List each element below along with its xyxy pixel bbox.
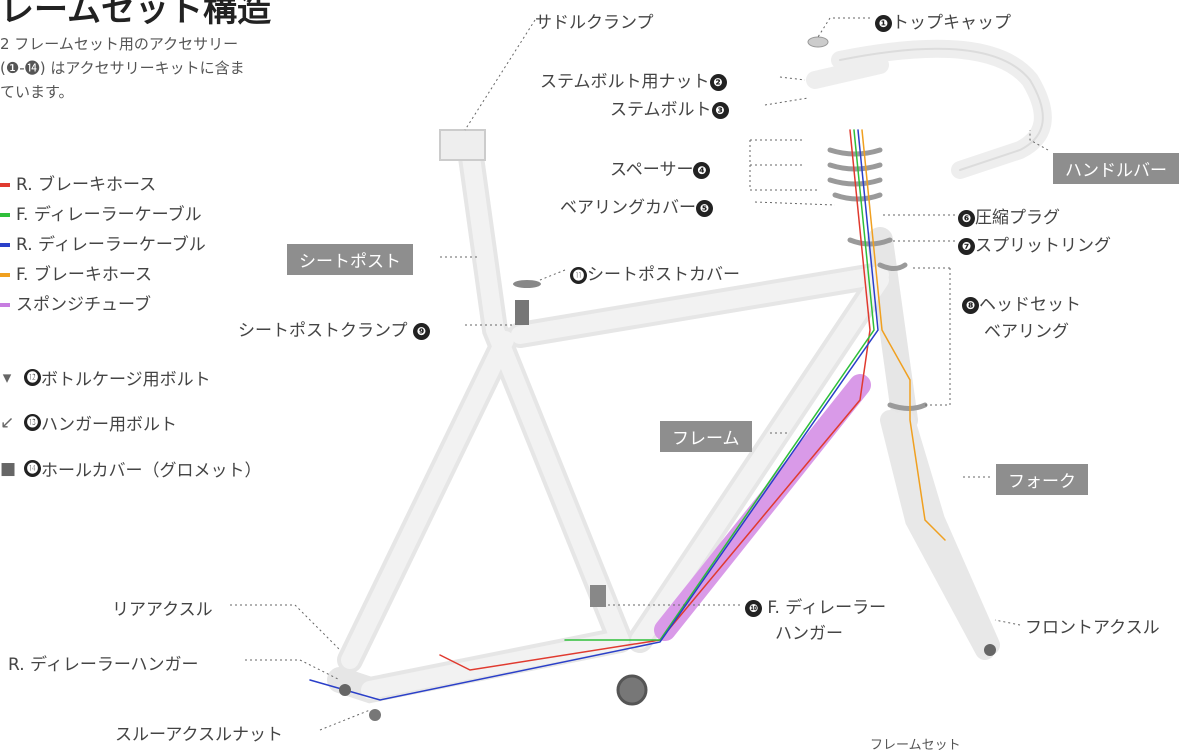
legend-item: F. ディレーラーケーブル [0,200,206,230]
legend-swatch [0,273,10,277]
label-fd-hanger: ❿ F. ディレーラー ハンガー [745,595,886,647]
accessory-item: ↙ ⓭ ハンガー用ボルト [0,410,177,436]
intro-line: 2 フレームセット用のアクセサリー [0,35,239,53]
legend-item: スポンジチューブ [0,290,206,320]
intro-text: 2 フレームセット用のアクセサリー (❶-⓮) はアクセサリーキットに含ま てい… [0,32,245,104]
box-handlebar: ハンドルバー [1053,153,1179,184]
cable-legend: R. ブレーキホース F. ディレーラーケーブル R. ディレーラーケーブル F… [0,170,206,320]
intro-line: ています。 [0,83,74,101]
grommet-icon: ■ [0,458,17,479]
part-label: トップキャップ [892,13,1011,33]
box-fork: フォーク [996,464,1088,495]
box-frame: フレーム [660,421,752,452]
label-rear-axle: リアアクスル [112,600,213,620]
part-label: スペーサー [610,160,694,180]
part-label: シートポストカバー [587,265,740,285]
part-number: ❺ [696,199,713,217]
part-label: スプリットリング [975,236,1111,256]
legend-label: F. ブレーキホース [16,265,153,285]
part-label: F. ディレーラー [767,598,887,618]
footer-text: フレームセット [870,738,961,753]
label-saddle-clamp: サドルクランプ [535,13,654,33]
legend-item: R. ブレーキホース [0,170,206,200]
part-number: ❼ [958,237,975,255]
legend-label: F. ディレーラーケーブル [16,205,202,225]
part-number: ❿ [745,599,762,617]
accessory-number: ⓬ [24,369,41,386]
accessory-label: ボトルケージ用ボルト [41,370,211,390]
bolt-icon: ▾ [2,367,12,388]
part-number: ❾ [412,322,430,340]
accessory-number: ⓮ [24,460,41,477]
label-thru-axle-nut: スルーアクスルナット [115,725,283,745]
part-label: ベアリング [984,322,1069,342]
legend-label: R. ブレーキホース [16,175,157,195]
label-rd-hanger: R. ディレーラーハンガー [8,655,199,675]
part-number: ❶ [875,14,892,32]
part-label: ベアリングカバー [560,198,696,218]
accessory-number: ⓭ [24,414,41,431]
legend-item: R. ディレーラーケーブル [0,230,206,260]
legend-swatch [0,213,10,217]
f-derailleur-cable [564,129,875,641]
part-label: ヘッドセット [979,295,1081,315]
label-seatpost-clamp: シートポストクランプ ❾ [238,316,430,341]
accessory-label: ハンガー用ボルト [41,415,177,435]
f-brake-hose [861,129,946,541]
legend-swatch [0,243,10,247]
part-number: ⓫ [570,266,587,284]
part-number: ❸ [711,101,729,119]
hanger-bolt-icon: ↙ [0,412,15,433]
part-label: ハンガー [775,624,843,644]
part-label: ステムボルト用ナット [540,72,710,92]
part-number: ❻ [958,209,975,227]
box-seatpost: シートポスト [287,244,413,275]
r-derailleur-cable [309,129,879,701]
part-label: シートポストクランプ [238,321,408,341]
r-brake-hose [439,129,871,671]
accessory-item: ▾ ⓬ ボトルケージ用ボルト [0,365,211,391]
label-front-axle: フロントアクスル [1025,618,1160,638]
part-number: ❹ [693,161,711,179]
part-number: ❽ [962,296,979,314]
accessory-item: ■ ⓮ ホールカバー（グロメット） [0,456,262,482]
legend-item: F. ブレーキホース [0,260,206,290]
legend-swatch [0,303,10,307]
legend-label: スポンジチューブ [16,295,151,315]
accessory-label: ホールカバー（グロメット） [41,461,262,481]
leader-lines [230,17,1049,731]
part-number: ❷ [709,73,727,91]
intro-line: (❶-⓮) はアクセサリーキットに含ま [0,59,245,77]
legend-swatch [0,183,10,187]
part-label: 圧縮プラグ [975,208,1060,228]
legend-label: R. ディレーラーケーブル [16,235,206,255]
page-title: レームセット構造 [0,0,271,30]
part-label: ステムボルト [610,100,712,120]
